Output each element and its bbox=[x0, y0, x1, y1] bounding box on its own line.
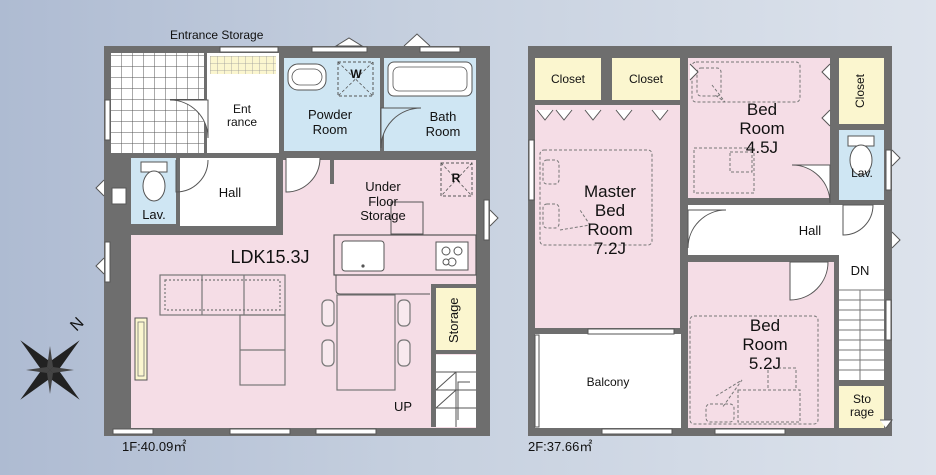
label-bed-room-small: Bed Room 4.5J bbox=[739, 100, 785, 158]
tv-stand bbox=[134, 317, 148, 381]
floor-1-area: 1F:40.09㎡ bbox=[122, 439, 187, 454]
stairs-arrow bbox=[457, 381, 470, 420]
stairs-treads bbox=[435, 371, 476, 427]
label-closet-2: Closet bbox=[628, 72, 663, 86]
label-refrigerator: R bbox=[451, 171, 461, 185]
label-entrance: Ent rance bbox=[226, 102, 258, 130]
label-up: UP bbox=[393, 399, 413, 414]
label-bed-room-mid: Bed Room 5.2J bbox=[742, 316, 788, 374]
hall-1f-floor bbox=[180, 158, 276, 228]
label-hall-1f: Hall bbox=[218, 185, 242, 200]
label-closet-1: Closet bbox=[550, 72, 585, 86]
dining-table bbox=[321, 294, 411, 391]
floor-1-window-markers bbox=[95, 33, 499, 275]
sofa bbox=[159, 274, 286, 386]
toilet-1f bbox=[140, 161, 168, 202]
floor-2-plan bbox=[528, 46, 901, 436]
label-storage-1f: Storage bbox=[446, 297, 461, 343]
label-bath-room: Bath Room bbox=[425, 109, 461, 139]
balcony-floor bbox=[535, 334, 681, 428]
label-ldk: LDK15.3J bbox=[230, 247, 310, 267]
storage-1f-floor bbox=[436, 288, 476, 350]
label-master-bed-room: Master Bed Room 7.2J bbox=[584, 182, 636, 259]
floor-2-doors bbox=[687, 164, 874, 301]
floor-1-plan bbox=[95, 33, 499, 436]
label-hall-2f: Hall bbox=[798, 223, 822, 238]
master-bed-furniture bbox=[539, 149, 653, 246]
label-lav-1f: Lav. bbox=[142, 207, 166, 222]
label-powder-room: Powder Room bbox=[307, 107, 353, 137]
label-entrance-storage: Entrance Storage bbox=[170, 28, 264, 42]
label-balcony: Balcony bbox=[586, 375, 630, 389]
floor-1-inner-walls bbox=[104, 46, 479, 427]
bathtub bbox=[387, 61, 473, 97]
stairs-2f-treads bbox=[839, 289, 884, 380]
floor-1-windows bbox=[104, 46, 490, 435]
stairs-2f bbox=[839, 255, 884, 380]
toilet-2f bbox=[847, 135, 875, 176]
floor-2-area: 2F:37.66㎡ bbox=[528, 439, 593, 454]
label-lav-2f: Lav. bbox=[851, 166, 873, 180]
bed-small-furniture bbox=[691, 61, 801, 194]
under-floor-hatch bbox=[390, 201, 424, 235]
closet-1-floor bbox=[535, 58, 601, 100]
bed-small-floor bbox=[688, 58, 830, 198]
floor-2-window-markers bbox=[536, 63, 901, 429]
label-storage-2f: Sto rage bbox=[849, 392, 875, 420]
storage-2f-floor bbox=[839, 386, 884, 428]
compass bbox=[20, 340, 80, 400]
washer-space bbox=[337, 61, 374, 97]
bed-mid-furniture bbox=[689, 315, 819, 425]
closet-3-floor bbox=[839, 58, 884, 124]
label-under-floor-storage: Under Floor Storage bbox=[360, 179, 406, 224]
floor-2-windows bbox=[528, 139, 892, 435]
label-washer: W bbox=[350, 67, 362, 81]
closet-2-floor bbox=[612, 58, 680, 100]
label-down: DN bbox=[850, 263, 870, 278]
kitchen-sink bbox=[341, 240, 385, 272]
label-closet-3: Closet bbox=[853, 74, 867, 109]
refrigerator-space bbox=[440, 162, 473, 197]
floor-1-doors bbox=[169, 99, 422, 193]
stove-burners bbox=[435, 241, 469, 271]
entrance-storage-shelf bbox=[210, 56, 276, 74]
